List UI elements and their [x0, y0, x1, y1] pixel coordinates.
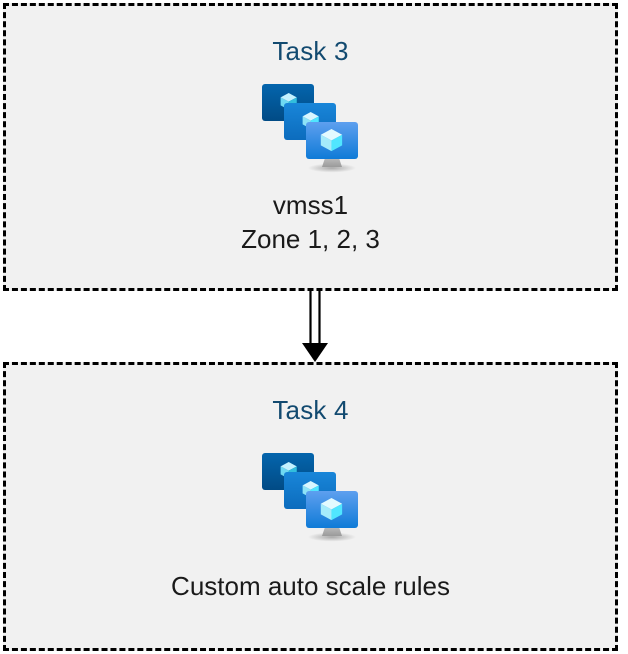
connector-arrow-task3-to-task4	[295, 288, 335, 364]
vm-scale-set-icon	[256, 447, 366, 543]
task-box-task4: Task 4	[3, 362, 618, 651]
task4-heading: Task 4	[272, 395, 349, 425]
task-box-task3: Task 3	[3, 3, 618, 291]
task3-caption: vmss1 Zone 1, 2, 3	[241, 190, 380, 254]
vm-scale-set-icon	[256, 78, 366, 174]
task3-heading: Task 3	[272, 36, 349, 66]
task4-caption: Custom auto scale rules	[171, 571, 450, 601]
